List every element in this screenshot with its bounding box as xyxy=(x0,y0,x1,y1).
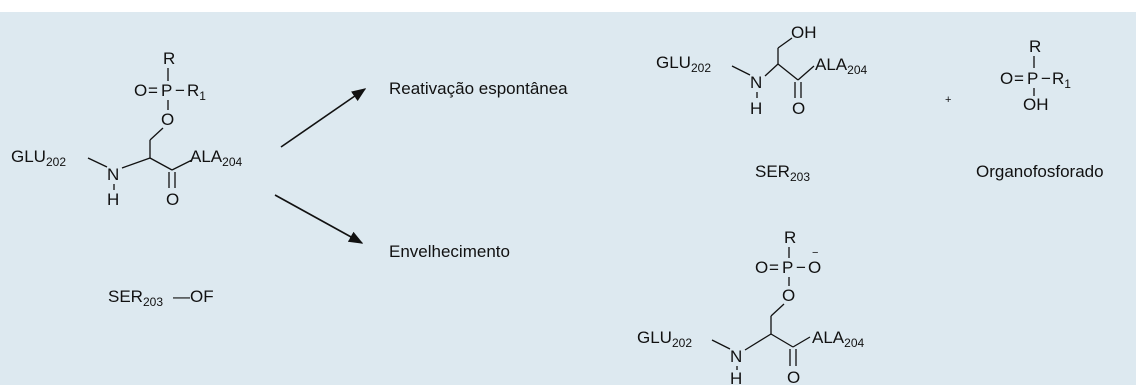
aged-double-bond: = xyxy=(769,258,779,277)
serine-glu: GLU202 xyxy=(656,53,711,75)
aged-ala: ALA204 xyxy=(812,328,864,350)
reactant-carbonyl-oxygen: O xyxy=(166,190,179,209)
scheme-panel: R O = P − R1 O GLU202 N H O ALA204 SER20… xyxy=(0,12,1136,385)
reactant-phosphorus: P xyxy=(161,81,172,100)
label-aging: Envelhecimento xyxy=(389,242,510,261)
aged-ester-oxygen: O xyxy=(782,286,795,305)
aged-nitrogen: N xyxy=(730,347,742,366)
arrow-aging xyxy=(274,194,364,244)
panel-background xyxy=(0,12,1136,385)
aged-oxo: O xyxy=(755,258,768,277)
reactant-r1: R1 xyxy=(187,81,206,103)
aged-charge: − xyxy=(812,247,818,259)
serine-carbonyl-oxygen: O xyxy=(792,99,805,118)
bond xyxy=(770,303,785,317)
bond xyxy=(764,63,779,77)
op-double-bond: = xyxy=(1014,69,1024,88)
aged-carbonyl-oxygen: O xyxy=(787,368,800,385)
label-reactivation: Reativação espontânea xyxy=(389,79,568,98)
aged-enzyme-structure: R O = P − O − O GLU202 N H O ALA204 xyxy=(637,228,864,385)
aged-hydrogen: H xyxy=(730,369,742,385)
bond xyxy=(87,157,108,168)
reactant-glu: GLU202 xyxy=(11,147,66,169)
serine-hydrogen: H xyxy=(750,99,762,118)
bond xyxy=(731,65,751,76)
serine-label: SER203 xyxy=(755,162,810,184)
reactant-ester-oxygen: O xyxy=(161,110,174,129)
reactant-nitrogen: N xyxy=(107,165,119,184)
arrow-reactivation xyxy=(280,88,367,148)
reactant-r: R xyxy=(163,49,175,68)
bond xyxy=(171,159,193,171)
reactant-structure: R O = P − R1 O GLU202 N H O ALA204 SER20… xyxy=(11,49,242,309)
serine-hydroxyl: OH xyxy=(791,23,817,42)
bond xyxy=(777,63,799,81)
reactant-label: SER203—OF xyxy=(108,287,214,309)
aged-oxyanion: O xyxy=(808,258,821,277)
op-r1: R1 xyxy=(1052,69,1071,91)
op-hydroxyl: OH xyxy=(1023,95,1049,114)
aged-phosphorus: P xyxy=(782,258,793,277)
op-oxo: O xyxy=(1000,69,1013,88)
plus-sign: + xyxy=(945,94,951,106)
reactant-ala: ALA204 xyxy=(190,147,242,169)
organophosphate-structure: R O = P − R1 OH Organofosforado xyxy=(976,37,1104,181)
organophosphate-label: Organofosforado xyxy=(976,162,1104,181)
bond xyxy=(777,37,793,49)
bond xyxy=(744,333,772,351)
reactant-hydrogen: H xyxy=(107,190,119,209)
bond xyxy=(121,157,151,169)
aged-r: R xyxy=(784,228,796,247)
product-serine-structure: OH GLU202 N H O ALA204 SER203 xyxy=(656,23,867,184)
bond xyxy=(797,65,815,81)
aged-glu: GLU202 xyxy=(637,328,692,350)
op-phosphorus: P xyxy=(1027,69,1038,88)
op-r: R xyxy=(1029,37,1041,56)
bond xyxy=(149,127,164,141)
reactant-double-bond: = xyxy=(148,81,158,100)
bond xyxy=(149,157,173,171)
op-bond-r1: − xyxy=(1041,69,1051,88)
reactant-oxo: O xyxy=(134,81,147,100)
bond xyxy=(770,333,794,348)
serine-ala: ALA204 xyxy=(815,55,867,77)
serine-nitrogen: N xyxy=(750,73,762,92)
reactant-bond-r1: − xyxy=(175,81,185,100)
aged-bond-ominus: − xyxy=(796,258,806,277)
bond xyxy=(711,339,731,350)
bond xyxy=(792,336,811,348)
